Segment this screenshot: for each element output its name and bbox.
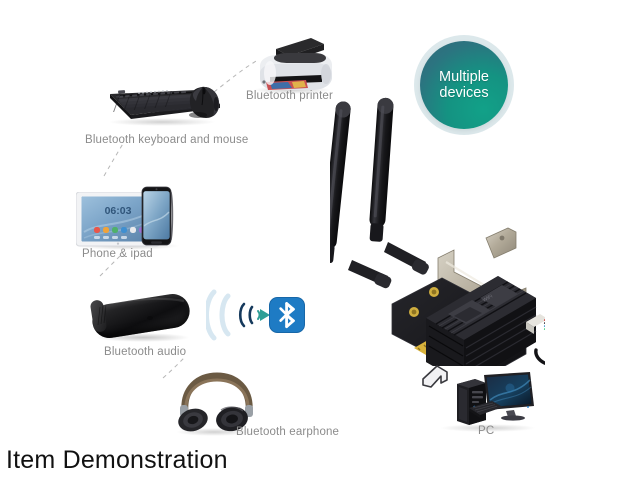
multiple-devices-badge-text: Multiple devices [439,69,489,101]
speaker-grille [97,297,185,326]
pc-label: PC [478,425,495,437]
badge-line-1: Multiple [439,69,489,85]
multiple-devices-badge: Multiple devices [420,41,508,129]
phone-and-ipad-label: Phone & ipad [82,248,153,260]
badge-line-2: devices [439,85,489,101]
low-profile-bracket-icon [422,365,448,388]
bluetooth-waves-icon [206,289,270,341]
tablet-clock: 06:03 [105,205,132,217]
page-title: Item Demonstration [6,446,228,474]
smartphone-icon [141,186,174,246]
bluetooth-audio-label: Bluetooth audio [104,346,187,358]
headphones-icon [178,372,253,432]
mouse-icon [189,86,220,118]
pcie-card-illustration: WiFi [330,97,545,366]
svg-text:WiFi: WiFi [482,294,494,304]
pc-keyboard-icon [469,401,503,418]
bluetooth-logo-icon [269,297,305,333]
pc-monitor-icon [484,372,534,421]
bluetooth-keyboard-and-mouse-label: Bluetooth keyboard and mouse [85,134,249,146]
printer-icon [260,38,332,90]
bluetooth-printer-label: Bluetooth printer [246,90,333,102]
bluetooth-earphone-label: Bluetooth earphone [236,426,340,438]
